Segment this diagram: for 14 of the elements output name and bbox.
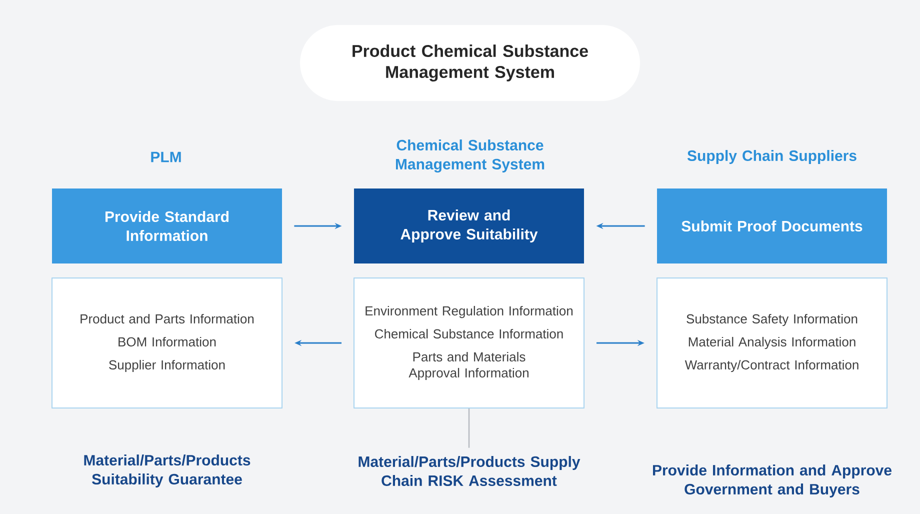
column-heading: Supply Chain Suppliers [687, 150, 856, 164]
title-pill: Product Chemical Substance Management System [300, 25, 640, 101]
column-heading: Chemical Substance Management System [396, 139, 544, 173]
result-text: Material/Parts/Products Supply Chain RISK Assessment [358, 456, 580, 486]
column-heading: PLM [151, 152, 181, 162]
info-box: Product and Parts Information BOM Information Supplier Information [52, 278, 282, 408]
result-text: Provide Information and Approve Government and Buyers [653, 464, 892, 498]
info-box: Environment Regulation Information Chemical Substance Information Parts and Materials Approval Information [354, 278, 584, 408]
connector-line [468, 408, 470, 448]
process-box: Review and Approve Suitability [354, 188, 584, 264]
info-box: Substance Safety Information Material Analysis Information Warranty/Contract Information [656, 278, 888, 408]
process-box: Provide Standard Information [52, 188, 282, 264]
result-text: Material/Parts/Products Suitability Guarantee [84, 454, 250, 488]
process-box: Submit Proof Documents [657, 188, 888, 264]
